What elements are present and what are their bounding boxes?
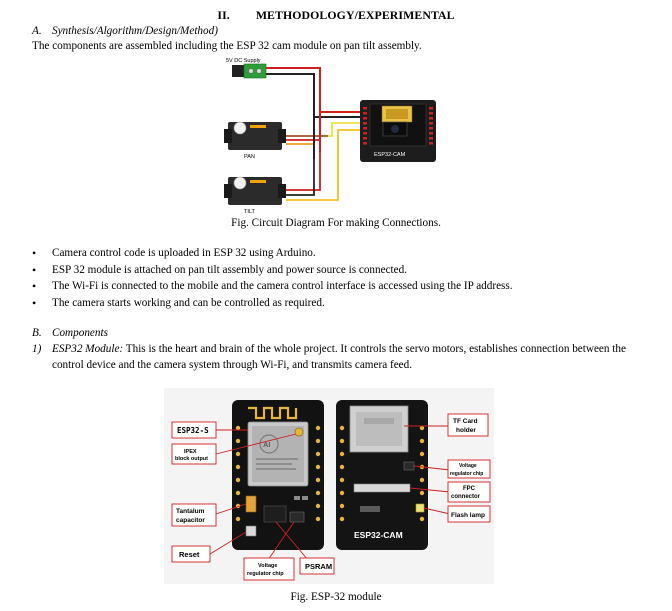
svg-text:Reset: Reset [179, 550, 200, 559]
item-text-line2: control device and the camera system thr… [52, 359, 413, 371]
section-number: II. [217, 8, 230, 22]
steps-list: Camera control code is uploaded in ESP 3… [32, 246, 513, 314]
subsection-b-letter: B. [32, 327, 42, 339]
svg-text:TF Card: TF Card [453, 418, 478, 425]
svg-text:connector: connector [451, 494, 481, 500]
subsection-a-heading: A. Synthesis/Algorithm/Design/Method) [32, 25, 218, 37]
figure2-caption: Fig. ESP-32 module [290, 591, 382, 603]
svg-text:Voltage: Voltage [258, 563, 277, 569]
callout-vreg-right: Voltage regulator chip [447, 459, 491, 479]
callout-psram: PSRAM [299, 557, 335, 575]
esp32-back-board: ESP32-CAM [336, 400, 428, 550]
list-item: The camera starts working and can be con… [32, 296, 513, 314]
svg-text:block output: block output [175, 456, 208, 462]
circuit-diagram: 5V DC Supply PAN TILT [224, 58, 436, 215]
tilt-label: TILT [244, 209, 256, 215]
esp32-cam-board: ESP32-CAM [360, 100, 436, 162]
figure1-caption: Fig. Circuit Diagram For making Connecti… [231, 217, 441, 229]
item-text-line1: This is the heart and brain of the whole… [125, 343, 626, 355]
subsection-a-title: Synthesis/Algorithm/Design/Method) [52, 25, 218, 37]
callout-ipex: IPEX block output [171, 443, 217, 465]
list-item: Camera control code is uploaded in ESP 3… [32, 246, 513, 264]
list-item: The Wi-Fi is connected to the mobile and… [32, 279, 513, 297]
board-back-label: ESP32-CAM [354, 530, 403, 540]
section-heading: II. METHODOLOGY/EXPERIMENTAL [0, 8, 672, 23]
svg-text:Tantalum: Tantalum [176, 508, 205, 515]
terminal-block [243, 63, 267, 79]
supply-label: 5V DC Supply [226, 58, 261, 64]
pan-label: PAN [244, 154, 255, 160]
subsection-a-intro: The components are assembled including t… [32, 40, 422, 52]
svg-text:ESP32-S: ESP32-S [177, 426, 209, 435]
item-number: 1) [32, 343, 42, 355]
subsection-b-title: Components [52, 327, 108, 339]
tilt-servo: TILT [224, 176, 286, 215]
callout-esp32s: ESP32-S [171, 421, 217, 439]
esp32-module-figure: AI [164, 388, 494, 584]
svg-text:capacitor: capacitor [176, 517, 205, 524]
list-item: ESP 32 module is attached on pan tilt as… [32, 263, 513, 281]
section-title: METHODOLOGY/EXPERIMENTAL [255, 8, 455, 22]
svg-text:regulator chip: regulator chip [450, 471, 483, 477]
callout-fpc: FPC connector [447, 481, 491, 503]
pan-servo: PAN [224, 121, 286, 160]
callout-reset: Reset [171, 545, 211, 563]
svg-text:regulator chip: regulator chip [247, 571, 284, 577]
callout-tantalum: Tantalum capacitor [171, 503, 217, 527]
svg-text:IPEX: IPEX [184, 449, 197, 455]
board-label: ESP32-CAM [374, 152, 406, 158]
esp32-paragraph: 1) ESP32 Module: This is the heart and br… [32, 343, 626, 355]
subsection-b-heading: B. Components [32, 327, 108, 339]
svg-text:FPC: FPC [463, 486, 476, 492]
callout-tf-card: TF Card holder [447, 413, 489, 437]
barrel-jack [232, 65, 244, 77]
svg-text:holder: holder [456, 427, 476, 434]
svg-text:PSRAM: PSRAM [305, 562, 332, 571]
svg-text:Voltage: Voltage [459, 463, 477, 469]
item-name: ESP32 Module: [52, 343, 124, 355]
callout-flash: Flash lamp [447, 505, 491, 523]
esp32-front-board: AI [232, 400, 324, 550]
subsection-a-letter: A. [32, 25, 42, 37]
svg-text:Flash lamp: Flash lamp [451, 512, 485, 519]
callout-vreg-bottom: Voltage regulator chip [243, 557, 295, 581]
chip-brand: AI [263, 440, 271, 449]
